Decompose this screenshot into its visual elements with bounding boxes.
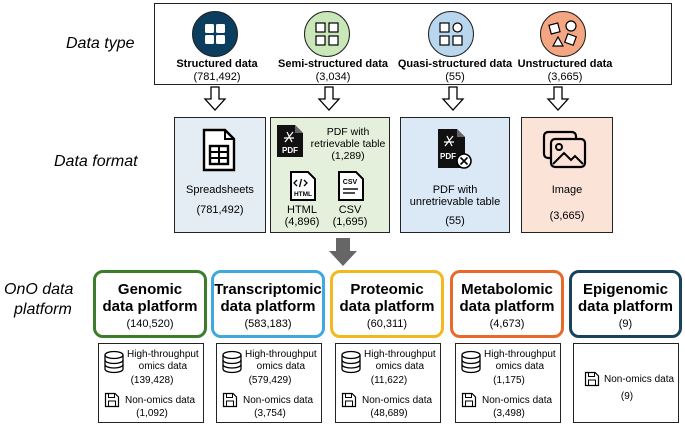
- image-format-box: Image (3,665): [521, 117, 613, 233]
- semi-structured-down-arrow-icon: [317, 86, 341, 111]
- quasi-structured-data-label: Quasi-structured data: [397, 58, 513, 70]
- spreadsheets-label: Spreadsheets: [186, 184, 254, 196]
- semi-structured-data-label: Semi-structured data: [277, 58, 389, 70]
- data-type-panel: [154, 3, 672, 85]
- image-count: (3,665): [549, 210, 585, 222]
- database-icon: [104, 350, 124, 374]
- html-format-label: HTML (4,896): [284, 204, 320, 228]
- high-throughput-count: (1,175): [493, 375, 525, 386]
- metabolomic-subdata-box: High-throughput omics data (1,175) Non-o…: [455, 343, 561, 423]
- pdf-file-icon: PDF: [277, 125, 303, 157]
- non-omics-count: (1,092): [136, 408, 168, 419]
- genomic-platform-count: (140,520): [126, 318, 174, 330]
- svg-text:PDF: PDF: [282, 146, 298, 155]
- structured-data-count: (781,492): [193, 71, 241, 83]
- genomic-platform-title: Genomic data platform: [102, 281, 198, 315]
- non-omics-label: Non-omics data: [362, 395, 433, 406]
- structured-data-grid-icon: [192, 11, 238, 57]
- floppy-disk-icon: [341, 392, 357, 408]
- floppy-disk-icon: [584, 371, 600, 387]
- unstructured-data-count: (3,665): [547, 71, 583, 83]
- proteomic-platform-count: (60,311): [366, 318, 408, 330]
- quasi-structured-data-shapes-icon: [428, 11, 474, 57]
- transcriptomic-subdata-box: High-throughput omics data (579,429) Non…: [216, 343, 322, 423]
- html-file-icon: HTML: [290, 171, 316, 201]
- database-icon: [341, 350, 361, 374]
- quasi-structured-format-box: PDF PDF with unretrievable table (55): [400, 117, 510, 233]
- floppy-disk-icon: [104, 392, 120, 408]
- unstructured-down-arrow-icon: [546, 86, 570, 111]
- csv-format-label: CSV (1,695): [332, 204, 368, 228]
- epigenomic-subdata-box: Non-omics data (9): [573, 343, 679, 423]
- pdf-retrievable-label: PDF with retrievable table (1,289): [310, 126, 386, 162]
- semi-structured-data-count: (3,034): [315, 71, 351, 83]
- non-omics-count: (48,689): [370, 408, 408, 419]
- platform-row-label: OnO data platform: [4, 281, 74, 318]
- non-omics-count: (3,754): [254, 408, 286, 419]
- image-label: Image: [551, 184, 583, 196]
- high-throughput-label: High-throughput omics data: [484, 349, 556, 372]
- svg-text:PDF: PDF: [440, 152, 456, 161]
- proteomic-subdata-box: High-throughput omics data (11,622) Non-…: [335, 343, 441, 423]
- epigenomic-platform-count: (9): [618, 318, 633, 330]
- database-icon: [461, 350, 481, 374]
- non-omics-label: Non-omics data: [604, 374, 675, 385]
- pdf-unretrievable-label: PDF with unretrievable table: [409, 184, 501, 208]
- svg-text:HTML: HTML: [294, 191, 312, 198]
- epigenomic-platform-title: Epigenomic data platform: [577, 281, 673, 315]
- high-throughput-count: (139,428): [130, 375, 174, 386]
- genomic-subdata-box: High-throughput omics data (139,428) Non…: [98, 343, 204, 423]
- transcriptomic-platform-box: Transcriptomic data platform (583,183): [211, 270, 325, 338]
- database-icon: [222, 350, 242, 374]
- spreadsheet-icon: [202, 128, 236, 172]
- epigenomic-platform-box: Epigenomic data platform (9): [569, 270, 682, 338]
- data-type-row-label: Data type: [66, 35, 135, 52]
- image-gallery-icon: [542, 130, 587, 169]
- merge-down-arrow-icon: [329, 238, 357, 266]
- metabolomic-platform-box: Metabolomic data platform (4,673): [450, 270, 564, 338]
- semi-structured-data-partial-grid-icon: [304, 11, 350, 57]
- spreadsheets-count: (781,492): [196, 204, 244, 216]
- spreadsheets-format-box: Spreadsheets (781,492): [174, 117, 266, 233]
- high-throughput-count: (579,429): [248, 375, 292, 386]
- unstructured-data-scattered-shapes-icon: [540, 11, 586, 57]
- high-throughput-label: High-throughput omics data: [127, 349, 199, 372]
- floppy-disk-icon: [222, 392, 238, 408]
- non-omics-label: Non-omics data: [243, 395, 314, 406]
- metabolomic-platform-title: Metabolomic data platform: [459, 281, 555, 315]
- quasi-structured-down-arrow-icon: [441, 86, 465, 111]
- structured-down-arrow-icon: [203, 86, 227, 111]
- non-omics-count: (9): [620, 391, 634, 402]
- floppy-disk-icon: [461, 392, 477, 408]
- quasi-structured-data-count: (55): [445, 71, 465, 83]
- transcriptomic-platform-title: Transcriptomic data platform: [214, 281, 322, 315]
- non-omics-count: (3,498): [493, 408, 525, 419]
- structured-data-label: Structured data: [176, 58, 258, 70]
- unstructured-data-label: Unstructured data: [517, 58, 613, 70]
- non-omics-label: Non-omics data: [482, 395, 553, 406]
- metabolomic-platform-count: (4,673): [489, 318, 525, 330]
- high-throughput-label: High-throughput omics data: [245, 349, 317, 372]
- transcriptomic-platform-count: (583,183): [244, 318, 292, 330]
- data-format-row-label: Data format: [54, 153, 138, 170]
- csv-file-icon: CSV: [338, 171, 364, 201]
- proteomic-platform-box: Proteomic data platform (60,311): [330, 270, 444, 338]
- high-throughput-label: High-throughput omics data: [364, 349, 436, 372]
- semi-structured-format-box: PDF PDF with retrievable table (1,289) H…: [270, 117, 390, 233]
- pdf-unretrievable-count: (55): [445, 215, 465, 227]
- svg-text:CSV: CSV: [343, 179, 358, 186]
- pdf-unretrievable-icon: PDF: [438, 129, 472, 169]
- genomic-platform-box: Genomic data platform (140,520): [93, 270, 207, 338]
- high-throughput-count: (11,622): [370, 375, 408, 386]
- proteomic-platform-title: Proteomic data platform: [339, 281, 435, 315]
- non-omics-label: Non-omics data: [125, 395, 196, 406]
